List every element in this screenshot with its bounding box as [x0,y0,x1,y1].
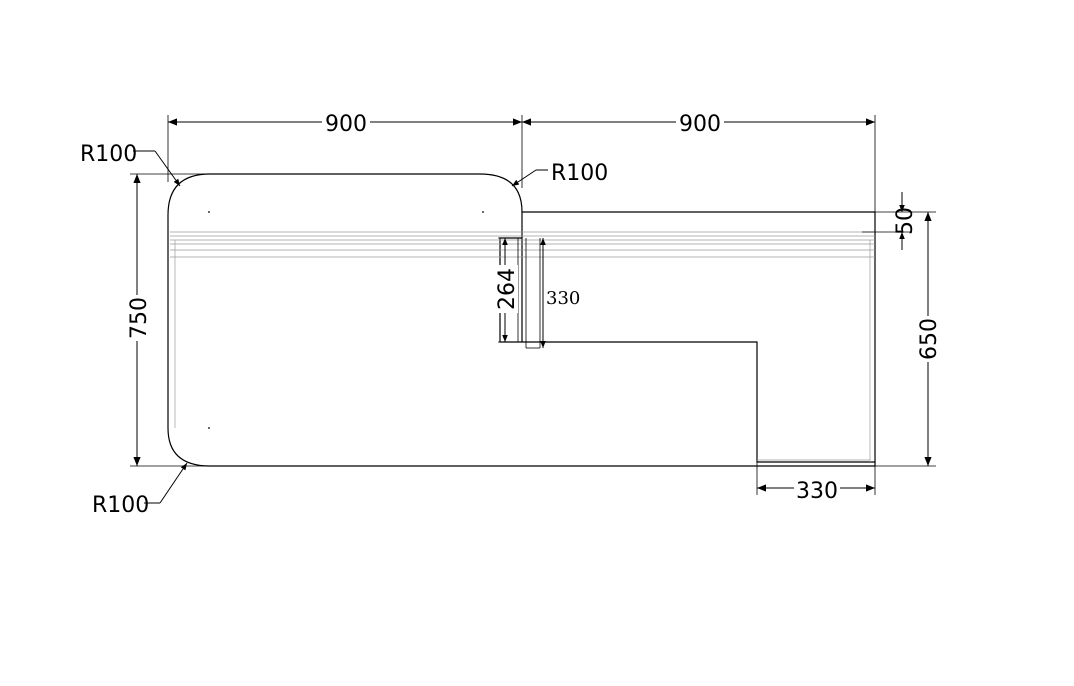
top-offset-label: 50 [893,207,918,235]
dimension-bottom-width: 330 [756,462,876,504]
height-left-label: 750 [127,297,152,339]
countertop-outline [210,173,876,463]
radius-callout-top-middle: R100 [511,161,608,187]
notch-outer-label: 330 [546,288,580,309]
radius-callout-bottom-left: R100 [92,462,188,518]
height-right-label: 650 [917,318,942,360]
countertop-outer-edge [167,173,876,467]
dimension-top-offset: 50 [862,192,918,250]
dimension-width-left: 900 [167,108,523,188]
dimension-width-right: 900 [522,108,876,212]
dimension-height-left: 750 [124,173,210,467]
dimension-notch-outer: 330 [540,238,580,348]
radius-bottom-left-label: R100 [92,493,149,518]
notch-inner-label: 264 [495,268,520,310]
corner-marks [208,211,484,429]
radius-callout-top-left: R100 [80,142,181,187]
back-rail-lines [170,231,875,462]
width-right-label: 900 [679,112,721,137]
dimension-notch-inner: 264 [492,237,520,343]
radius-top-middle-label: R100 [551,161,608,186]
notch-post [517,238,541,349]
width-left-label: 900 [325,112,367,137]
bottom-width-label: 330 [796,479,838,504]
radius-top-left-label: R100 [80,142,137,167]
dimension-height-right: 650 [875,211,942,467]
